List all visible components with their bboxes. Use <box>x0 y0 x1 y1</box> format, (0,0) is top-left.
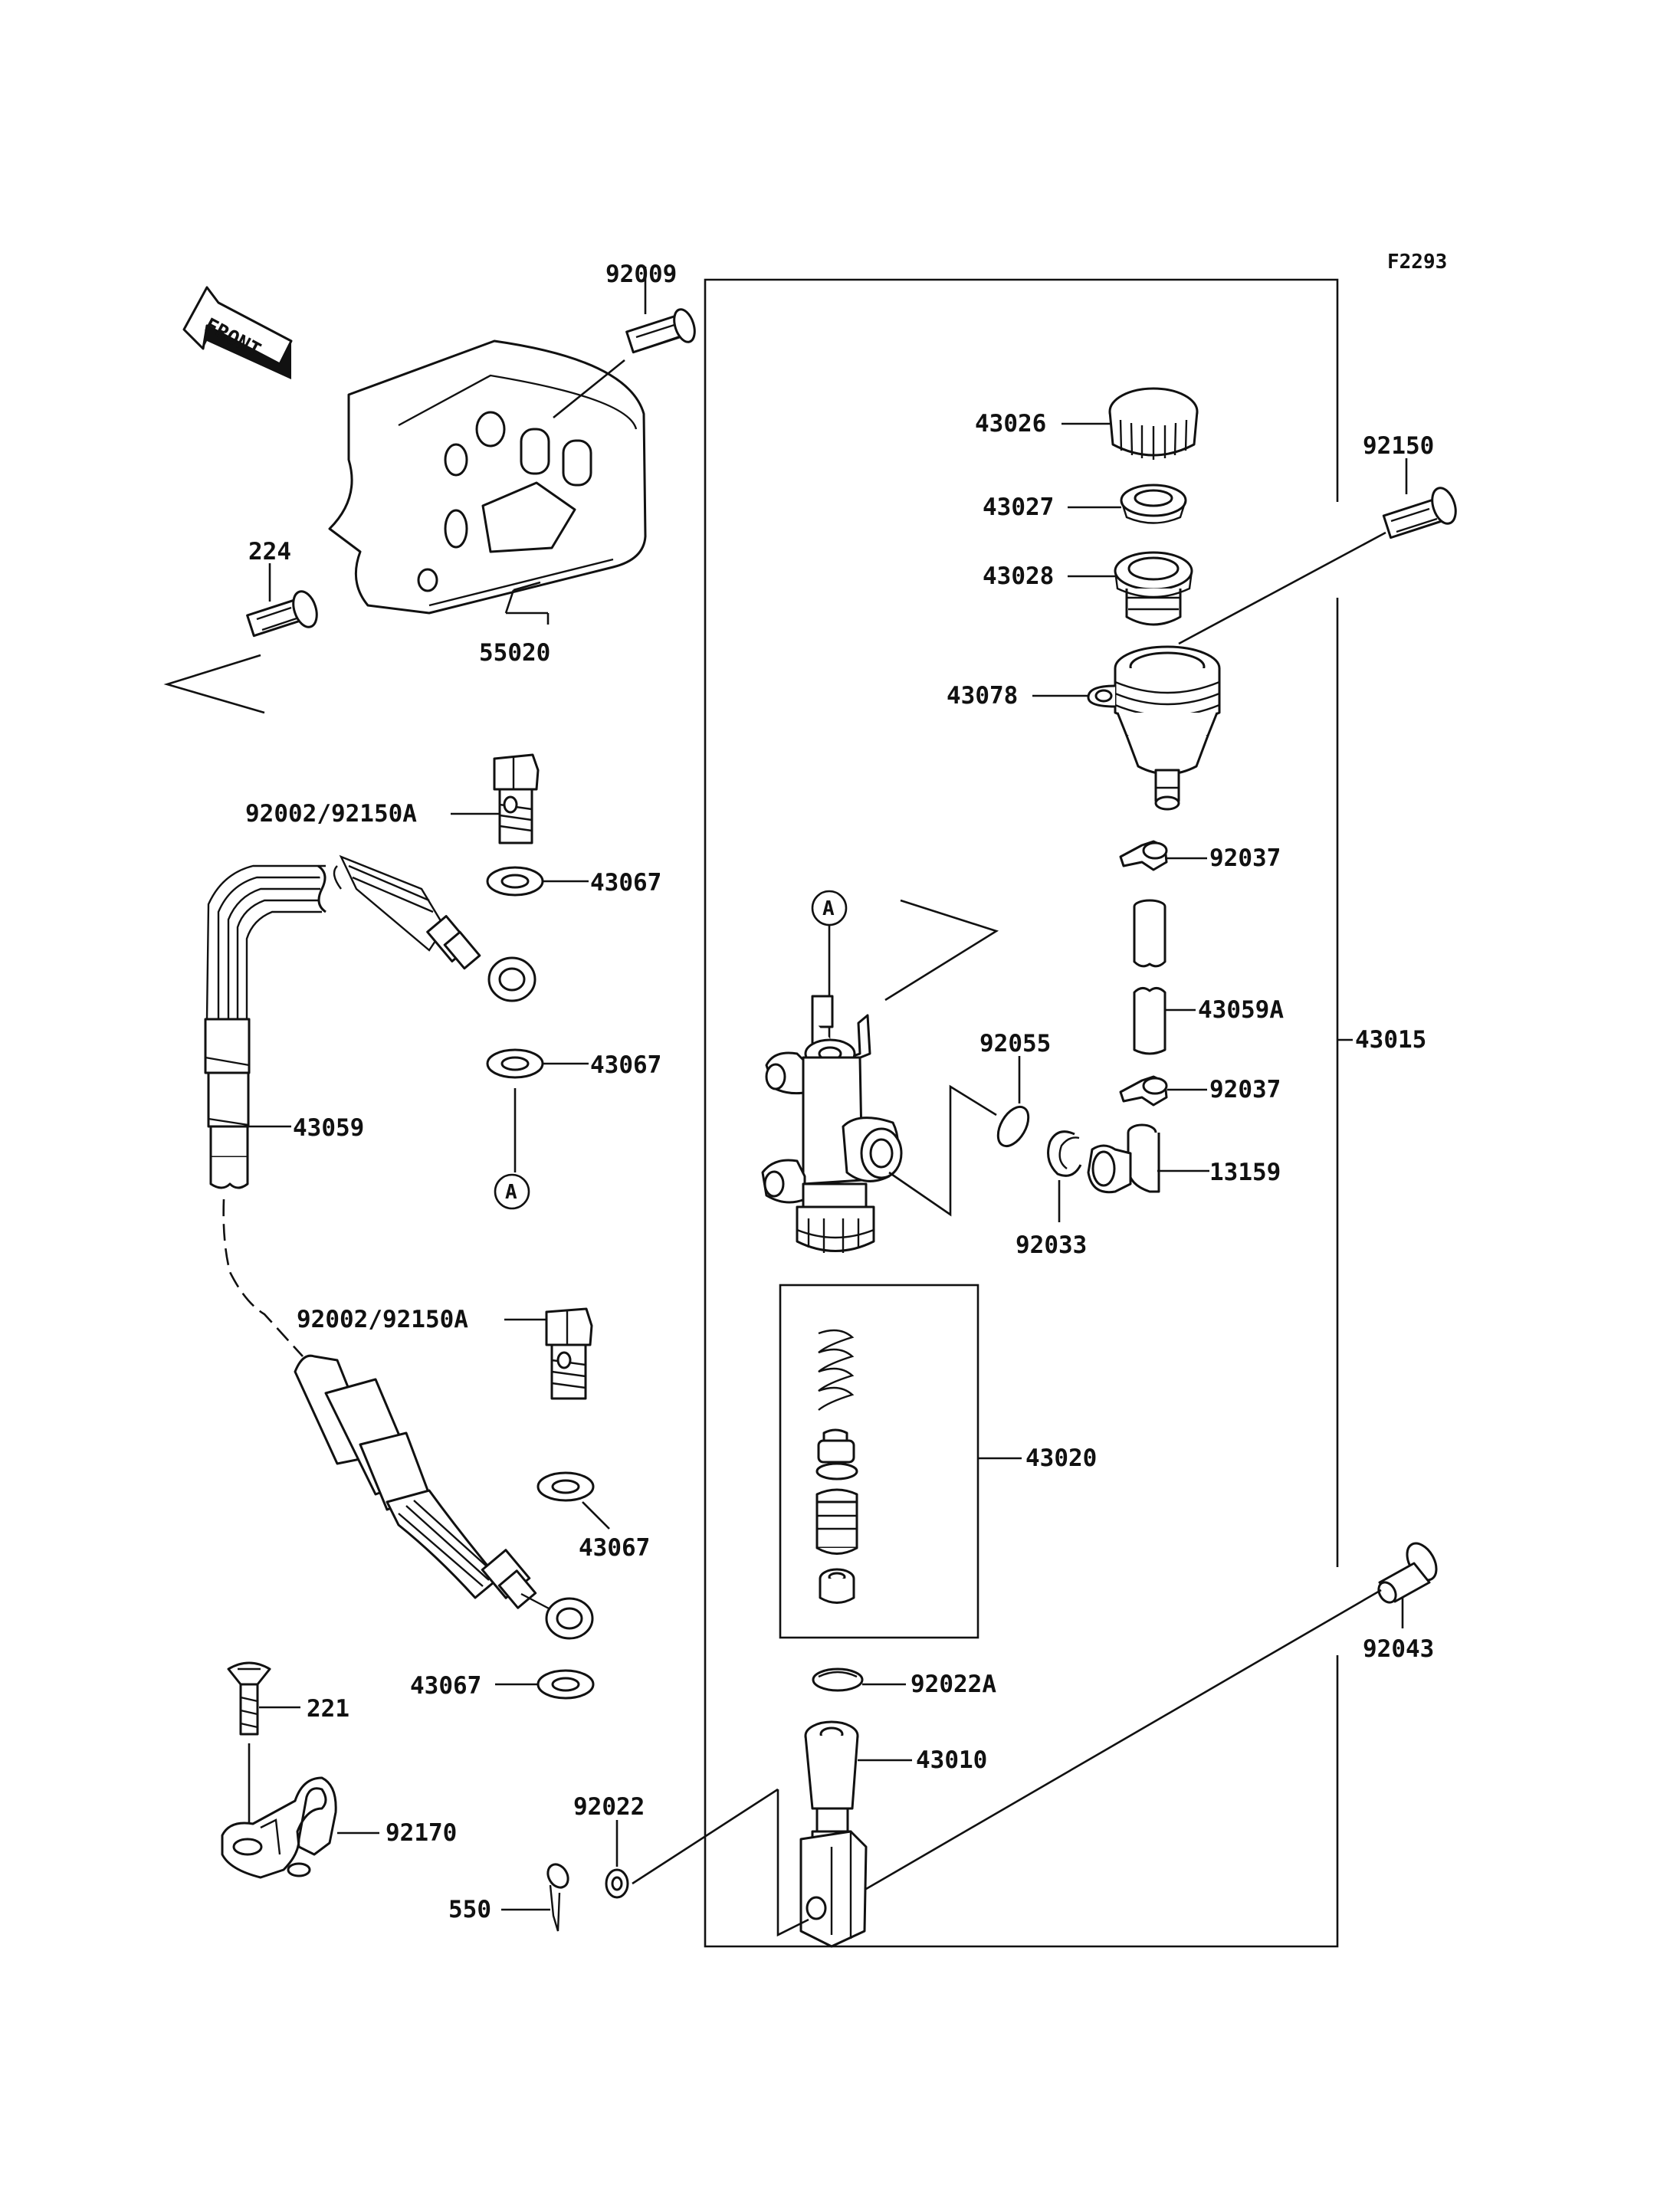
master-cylinder-body <box>761 995 903 1253</box>
cotter-pin-550 <box>546 1863 569 1932</box>
part-label-43067-3: 43067 <box>579 1534 650 1562</box>
bolt-92009 <box>625 308 696 354</box>
part-label-43020: 43020 <box>1025 1444 1097 1472</box>
part-label-43067-4: 43067 <box>410 1672 481 1700</box>
part-label-13159: 13159 <box>1209 1159 1281 1186</box>
part-label-55020: 55020 <box>479 639 550 667</box>
clamp-92170 <box>221 1776 337 1879</box>
o-ring-92055 <box>996 1105 1030 1148</box>
banjo-bolt-upper <box>493 753 540 844</box>
part-label-92055: 92055 <box>979 1030 1051 1058</box>
circlip-92022a <box>812 1667 864 1692</box>
assembly-box-43020 <box>779 1284 979 1639</box>
washer-43067-1 <box>486 866 544 897</box>
part-label-92022a: 92022A <box>911 1671 996 1698</box>
part-label-92037-upper: 92037 <box>1209 844 1281 872</box>
part-label-43028: 43028 <box>983 562 1054 590</box>
diaphragm-43028 <box>1114 551 1193 626</box>
part-label-43027: 43027 <box>983 494 1054 521</box>
pin-92043 <box>1377 1542 1438 1604</box>
assembly-box-43015 <box>704 278 1339 1948</box>
part-label-92002-upper: 92002/92150A <box>245 800 417 828</box>
guard-55020 <box>328 339 647 615</box>
brake-hose-43059 <box>204 854 536 1189</box>
part-label-43015: 43015 <box>1355 1026 1426 1054</box>
part-label-43078: 43078 <box>947 682 1018 710</box>
hose-43059a <box>1133 987 1166 1055</box>
part-label-43067-2: 43067 <box>590 1051 661 1079</box>
svg-text:A: A <box>822 897 835 920</box>
bolt-92150 <box>1382 487 1457 539</box>
part-label-92022: 92022 <box>573 1793 645 1821</box>
washer-92022 <box>605 1868 629 1899</box>
part-label-43026: 43026 <box>975 410 1046 438</box>
washer-43067-3 <box>536 1471 595 1502</box>
part-label-43059: 43059 <box>293 1114 364 1142</box>
hose-piece <box>1133 899 1166 968</box>
clip-92037-lower <box>1119 1075 1168 1107</box>
svg-text:A: A <box>505 1181 517 1204</box>
part-label-92043: 92043 <box>1363 1635 1434 1663</box>
push-rod-43010 <box>799 1720 868 1948</box>
part-label-92009: 92009 <box>605 261 677 288</box>
reservoir-43078 <box>1087 645 1221 811</box>
part-label-221: 221 <box>307 1695 349 1723</box>
marker-a-right: A <box>811 890 848 926</box>
piston-kit-43020 <box>815 1329 858 1604</box>
part-label-43059a: 43059A <box>1198 996 1284 1024</box>
bolt-224 <box>246 590 318 638</box>
fitting-13159 <box>1087 1123 1160 1194</box>
brake-hose-lower <box>294 1354 594 1640</box>
banjo-bolt-lower <box>545 1307 593 1400</box>
part-label-92033: 92033 <box>1016 1231 1087 1259</box>
reference-code: F2293 <box>1387 251 1447 274</box>
part-label-43010: 43010 <box>916 1746 987 1774</box>
clip-92037-upper <box>1119 840 1168 871</box>
plate-43027 <box>1120 484 1187 524</box>
part-label-92037-lower: 92037 <box>1209 1076 1281 1103</box>
part-label-92150: 92150 <box>1363 432 1434 460</box>
screw-221 <box>227 1661 271 1736</box>
washer-43067-4 <box>536 1669 595 1700</box>
part-label-92170: 92170 <box>386 1819 457 1847</box>
part-label-43067-1: 43067 <box>590 869 661 897</box>
part-label-550: 550 <box>448 1896 491 1923</box>
part-label-224: 224 <box>248 538 291 566</box>
snap-ring-92033 <box>1047 1130 1082 1177</box>
washer-43067-2 <box>486 1048 544 1079</box>
cap-43026 <box>1108 387 1199 460</box>
part-label-92002-lower: 92002/92150A <box>297 1306 468 1333</box>
front-arrow-icon: FRONT <box>182 286 293 379</box>
marker-a-left: A <box>494 1173 530 1210</box>
